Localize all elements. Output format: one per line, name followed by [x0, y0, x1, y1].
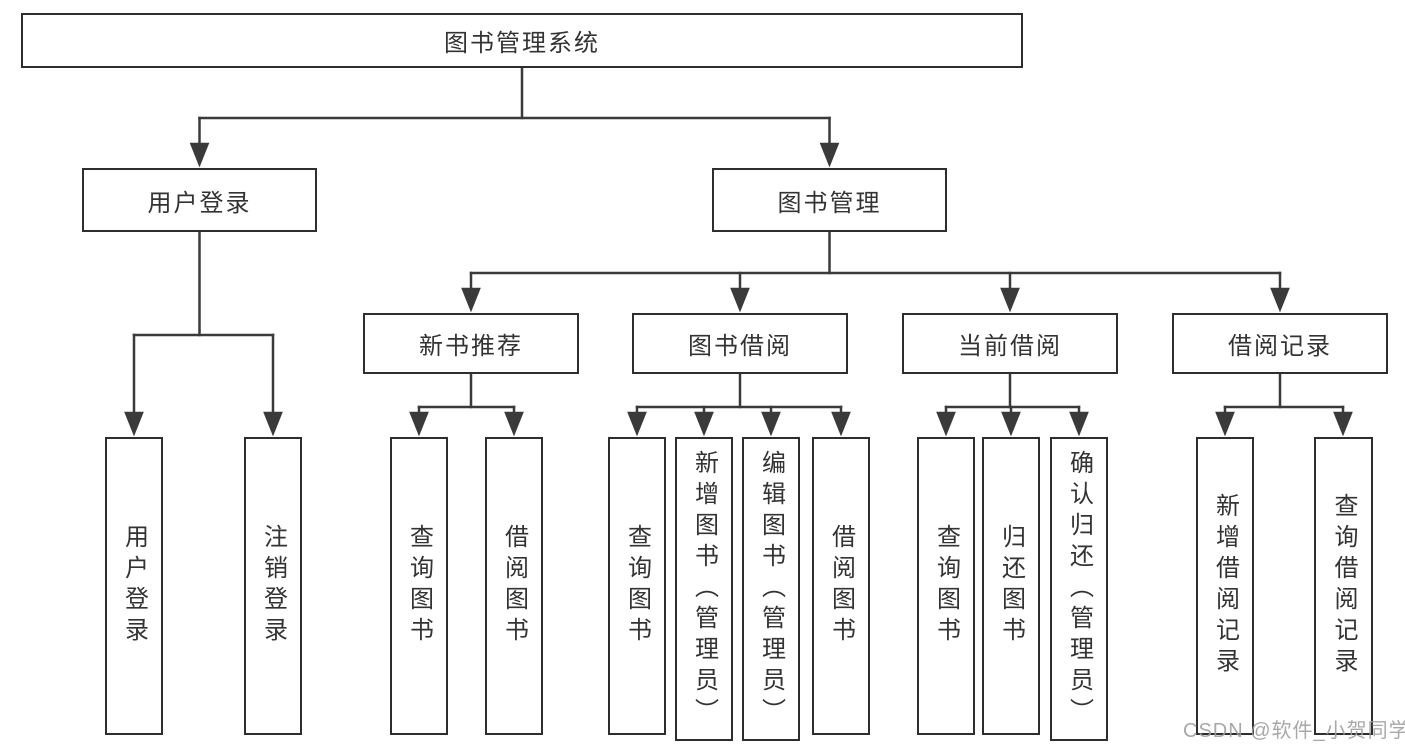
arrow-down-icon	[730, 287, 750, 313]
node-label: 借阅图书	[500, 524, 528, 648]
leaf-query-books-borrowing: 查询图书	[608, 437, 666, 735]
node-label: 新增借阅记录	[1211, 493, 1239, 679]
node-label: 查询图书	[932, 524, 960, 648]
leaf-add-book-admin: 新增图书（管理员）	[675, 437, 733, 741]
node-label: 图书管理	[777, 189, 882, 217]
arrow-down-icon	[1001, 411, 1021, 437]
arrow-down-icon	[831, 411, 851, 437]
arrow-down-icon	[409, 411, 429, 437]
node-label: 新增图书（管理员）	[690, 449, 718, 729]
node-label: 当前借阅	[958, 333, 1062, 360]
arrow-down-icon	[819, 142, 840, 168]
node-book-borrowing: 图书借阅	[632, 313, 848, 374]
arrow-down-icon	[694, 411, 714, 437]
arrow-down-icon	[461, 287, 481, 313]
leaf-confirm-return-admin: 确认归还（管理员）	[1050, 437, 1108, 741]
arrow-down-icon	[1333, 411, 1353, 437]
arrow-down-icon	[761, 411, 781, 437]
leaf-query-borrow-record: 查询借阅记录	[1314, 437, 1373, 735]
arrow-down-icon	[189, 142, 210, 168]
node-label: 图书借阅	[688, 333, 792, 360]
node-borrowing-records: 借阅记录	[1172, 313, 1388, 374]
connector-current-borrowing-to-leaves	[936, 372, 1089, 437]
node-label: 用户登录	[120, 524, 148, 648]
arrow-down-icon	[1215, 411, 1235, 437]
node-label: 编辑图书（管理员）	[757, 449, 785, 729]
connector-root-to-level2	[189, 66, 840, 168]
arrow-down-icon	[1000, 287, 1020, 313]
node-label: 查询图书	[623, 524, 651, 648]
leaf-borrow-books-recommend: 借阅图书	[485, 437, 543, 735]
leaf-return-book: 归还图书	[982, 437, 1040, 735]
arrow-down-icon	[504, 411, 524, 437]
node-label: 新书推荐	[419, 333, 523, 360]
node-label: 借阅记录	[1228, 333, 1332, 360]
connector-book-management-to-level3	[461, 230, 1290, 313]
arrow-down-icon	[124, 411, 144, 437]
leaf-query-books-recommend: 查询图书	[390, 437, 448, 735]
arrow-down-icon	[936, 411, 956, 437]
node-label: 用户登录	[147, 189, 252, 217]
node-user-login: 用户登录	[82, 168, 317, 232]
node-current-borrowing: 当前借阅	[902, 313, 1118, 374]
arrow-down-icon	[627, 411, 647, 437]
leaf-query-books-current: 查询图书	[917, 437, 975, 735]
csdn-watermark: CSDN @软件_小贺同学	[1183, 720, 1405, 742]
node-label: 确认归还（管理员）	[1065, 449, 1093, 729]
node-new-book-recommendation: 新书推荐	[363, 313, 579, 374]
connector-book-borrowing-to-leaves	[627, 372, 851, 437]
node-label: 查询借阅记录	[1330, 493, 1357, 679]
leaf-user-login: 用户登录	[105, 437, 163, 735]
arrow-down-icon	[1270, 287, 1290, 313]
arrow-down-icon	[1069, 411, 1089, 437]
node-library-management-system: 图书管理系统	[21, 13, 1023, 68]
leaf-add-borrow-record: 新增借阅记录	[1196, 437, 1254, 735]
connector-new-book-recommendation-to-leaves	[409, 372, 524, 437]
node-label: 归还图书	[997, 524, 1025, 648]
node-label: 图书管理系统	[444, 30, 600, 57]
node-label: 借阅图书	[827, 524, 855, 648]
leaf-borrow-books-borrowing: 借阅图书	[812, 437, 870, 735]
connector-user-login-to-leaves	[124, 230, 283, 437]
node-label: 注销登录	[259, 524, 287, 648]
arrow-down-icon	[263, 411, 283, 437]
connector-borrowing-records-to-leaves	[1215, 372, 1353, 437]
node-book-management: 图书管理	[712, 168, 947, 232]
leaf-logout: 注销登录	[244, 437, 302, 735]
node-label: 查询图书	[405, 524, 433, 648]
leaf-edit-book-admin: 编辑图书（管理员）	[742, 437, 800, 741]
